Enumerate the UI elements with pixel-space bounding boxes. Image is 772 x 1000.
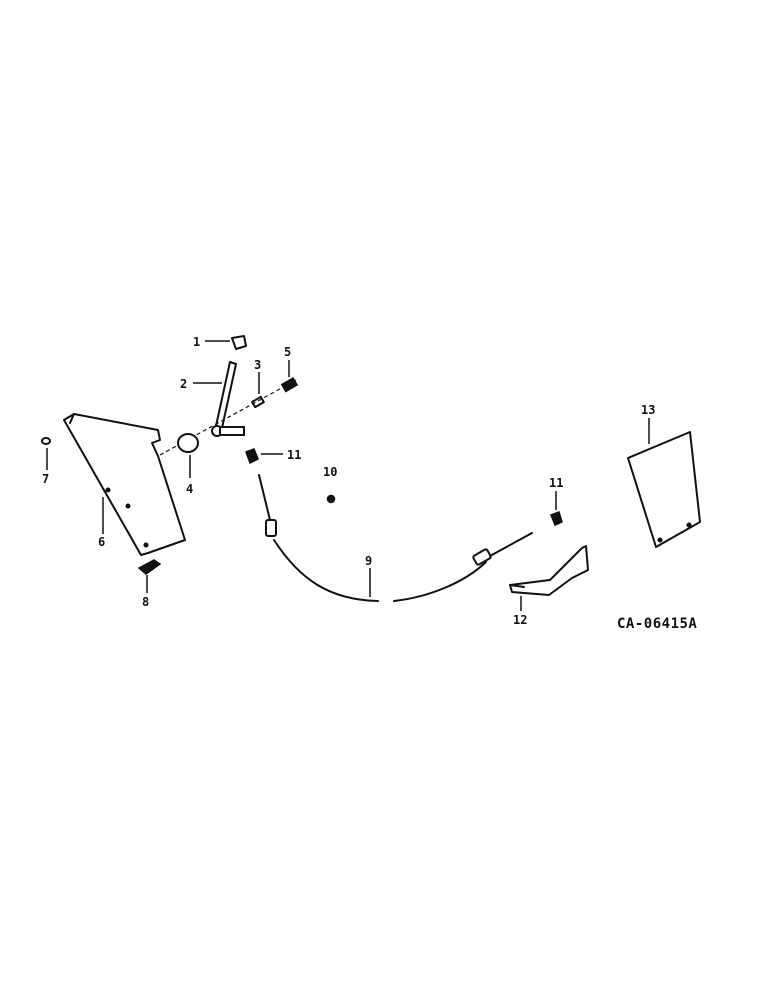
part-11-left-bolt	[245, 448, 259, 465]
callout-5: 5	[284, 345, 291, 359]
part-7-rivet	[41, 437, 51, 445]
callout-10: 10	[323, 465, 337, 479]
callout-9: 9	[365, 554, 372, 568]
figure-code: CA-06415A	[617, 616, 697, 632]
part-2-lever	[211, 361, 245, 437]
part-6-bracket	[63, 413, 186, 556]
part-10-nut	[326, 494, 336, 504]
callout-11-left: 11	[287, 448, 301, 462]
callout-12: 12	[513, 613, 527, 627]
part-4-washer	[177, 433, 199, 453]
part-9-cable	[258, 474, 533, 602]
callout-7: 7	[42, 472, 49, 486]
part-12-bracket	[509, 545, 589, 596]
part-1-knob	[231, 335, 247, 350]
callout-13: 13	[641, 403, 655, 417]
part-3-pin	[251, 395, 265, 409]
callout-4: 4	[186, 482, 193, 496]
part-11-right-bolt	[550, 511, 563, 526]
callout-2: 2	[180, 377, 187, 391]
part-13-cover	[627, 431, 701, 548]
part-5-bolt	[280, 377, 299, 393]
part-8-clip	[137, 559, 162, 575]
callout-1: 1	[193, 335, 200, 349]
assembly-line	[159, 379, 297, 456]
callout-11-right: 11	[549, 476, 563, 490]
callout-3: 3	[254, 358, 261, 372]
callout-8: 8	[142, 595, 149, 609]
callout-6: 6	[98, 535, 105, 549]
